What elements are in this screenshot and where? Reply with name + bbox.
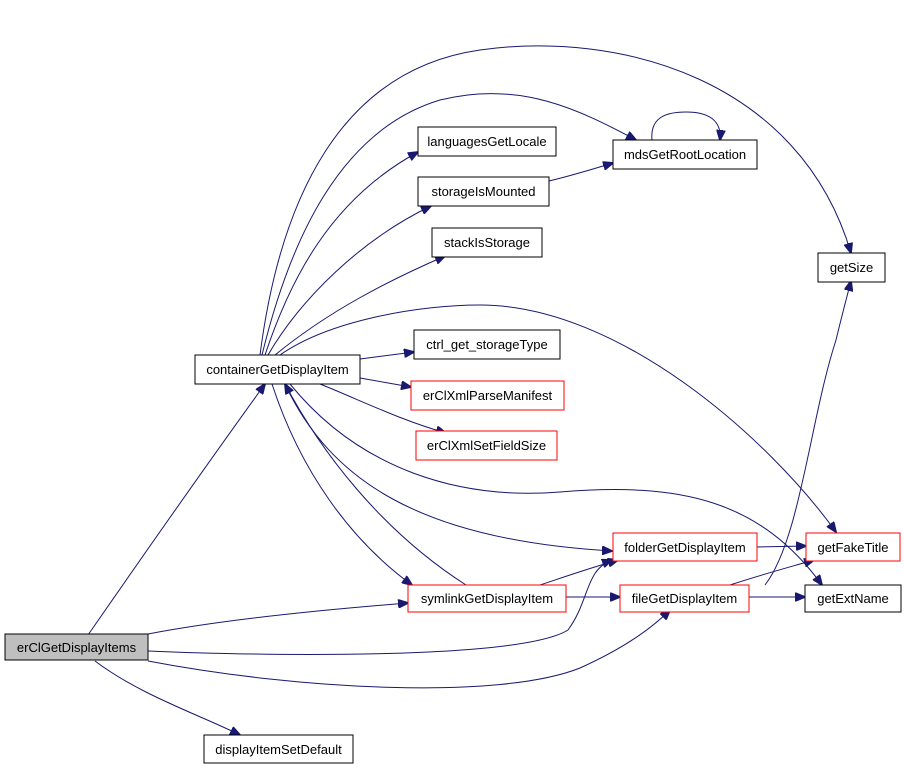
edge-container-to-storagemounted — [267, 206, 431, 356]
node-containerGetDisplayItem[interactable]: containerGetDisplayItem — [194, 354, 361, 385]
edge-container-to-ctrlstorage — [359, 352, 414, 360]
edge-storagemounted-to-mdsroot — [548, 163, 613, 182]
edge-symlink-to-container — [285, 384, 467, 586]
edge-root-to-file — [147, 610, 670, 689]
node-label: languagesGetLocale — [427, 134, 546, 149]
node-label: getFakeTitle — [817, 540, 888, 555]
edge-container-to-languages — [264, 152, 418, 356]
edge-container-to-setfieldsize — [319, 383, 446, 433]
edge-container-to-faketitle — [279, 304, 836, 532]
node-stackIsStorage[interactable]: stackIsStorage — [431, 227, 543, 258]
node-label: getExtName — [817, 591, 889, 606]
node-label: erClGetDisplayItems — [17, 640, 137, 655]
node-storageIsMounted[interactable]: storageIsMounted — [417, 176, 550, 207]
node-symlinkGetDisplayItem[interactable]: symlinkGetDisplayItem — [407, 584, 567, 613]
edge-mdsroot-self — [651, 111, 720, 140]
nodes: erClGetDisplayItems containerGetDisplayI… — [4, 126, 902, 764]
node-getSize[interactable]: getSize — [817, 252, 886, 283]
node-label: symlinkGetDisplayItem — [421, 591, 553, 606]
node-erClGetDisplayItems[interactable]: erClGetDisplayItems — [4, 633, 149, 661]
node-label: getSize — [830, 260, 873, 275]
node-displayItemSetDefault[interactable]: displayItemSetDefault — [203, 734, 354, 764]
node-label: erClXmlParseManifest — [423, 388, 553, 403]
edge-container-to-stackstorage — [274, 256, 445, 356]
node-mdsGetRootLocation[interactable]: mdsGetRootLocation — [612, 139, 758, 170]
node-getExtName[interactable]: getExtName — [804, 584, 902, 613]
edge-container-to-mdsroot — [261, 93, 636, 356]
node-label: displayItemSetDefault — [215, 742, 342, 757]
edge-container-to-getsize — [259, 45, 851, 356]
edge-container-to-parsemanifest — [359, 377, 411, 387]
edge-folder-to-faketitle — [756, 546, 806, 547]
edge-container-to-extname — [289, 383, 822, 585]
node-label: folderGetDisplayItem — [624, 540, 745, 555]
node-label: containerGetDisplayItem — [206, 362, 348, 377]
node-label: erClXmlSetFieldSize — [427, 438, 546, 453]
node-ctrl_get_storageType[interactable]: ctrl_get_storageType — [413, 329, 561, 360]
edge-root-to-folder — [147, 560, 612, 655]
node-getFakeTitle[interactable]: getFakeTitle — [805, 532, 901, 562]
node-fileGetDisplayItem[interactable]: fileGetDisplayItem — [619, 584, 750, 613]
edges — [87, 45, 851, 735]
node-folderGetDisplayItem[interactable]: folderGetDisplayItem — [612, 532, 758, 562]
node-label: stackIsStorage — [444, 235, 530, 250]
edge-root-to-symlink — [147, 603, 408, 635]
node-label: storageIsMounted — [431, 184, 535, 199]
edge-root-to-setdefault — [94, 660, 240, 735]
node-label: fileGetDisplayItem — [632, 591, 737, 606]
edge-container-to-symlink — [271, 383, 412, 585]
edge-file-to-faketitle — [729, 560, 814, 586]
node-label: mdsGetRootLocation — [624, 147, 746, 162]
edge-symlink-to-folder — [539, 560, 618, 586]
node-erClXmlSetFieldSize[interactable]: erClXmlSetFieldSize — [415, 430, 558, 461]
edge-file-to-getsize — [764, 281, 851, 586]
node-label: ctrl_get_storageType — [426, 337, 547, 352]
node-languagesGetLocale[interactable]: languagesGetLocale — [417, 126, 557, 157]
node-erClXmlParseManifest[interactable]: erClXmlParseManifest — [410, 380, 565, 411]
edge-root-to-container — [87, 384, 265, 636]
